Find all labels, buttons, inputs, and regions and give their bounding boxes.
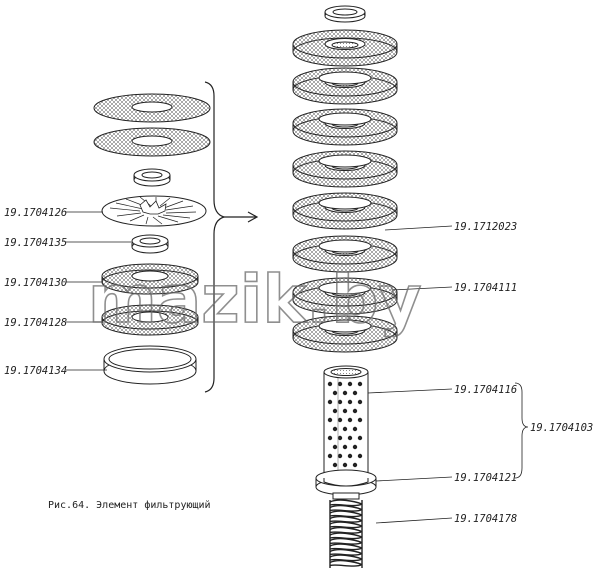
stack-disc (292, 315, 398, 353)
watermark: mazik.by (88, 261, 422, 338)
figure-caption: Рис.64. Элемент фильтрующий (48, 499, 211, 511)
filter-disc-19-1704128 (101, 304, 199, 336)
tube-flange (315, 469, 377, 500)
gasket-disc-top (93, 93, 211, 123)
label-19-1704103: 19.1704103 (530, 422, 593, 434)
label-19-1704178: 19.1704178 (454, 513, 517, 525)
bushing-19-1704135 (131, 234, 169, 254)
ring-19-1704134 (103, 345, 197, 385)
label-19-1704134: 19.1704134 (4, 365, 67, 377)
stack-disc (292, 29, 398, 85)
label-19-1704130: 19.1704130 (4, 277, 67, 289)
part-labels: 19.1704126 19.1704135 19.1704130 19.1704… (4, 207, 593, 525)
perforated-tube (323, 365, 369, 483)
label-19-1704128: 19.1704128 (4, 317, 67, 329)
label-19-1704111: 19.1704111 (454, 282, 517, 294)
top-washer (324, 5, 366, 23)
bushing-small (133, 168, 171, 187)
right-assembled-stack (292, 5, 398, 353)
stack-discs (292, 29, 398, 353)
label-19-1704135: 19.1704135 (4, 237, 67, 249)
label-19-1704126: 19.1704126 (4, 207, 67, 219)
coil-spring (329, 499, 363, 568)
label-19-1712023: 19.1712023 (454, 221, 517, 233)
label-19-1704121: 19.1704121 (454, 472, 517, 484)
star-plate (101, 195, 207, 227)
gasket-disc-second (93, 127, 211, 157)
left-exploded-parts (93, 93, 211, 385)
right-leader-lines (367, 225, 529, 524)
label-19-1704116: 19.1704116 (454, 384, 517, 396)
assembly-brace (204, 81, 259, 393)
left-leader-lines (66, 211, 131, 371)
spring-coil-path (329, 499, 363, 567)
